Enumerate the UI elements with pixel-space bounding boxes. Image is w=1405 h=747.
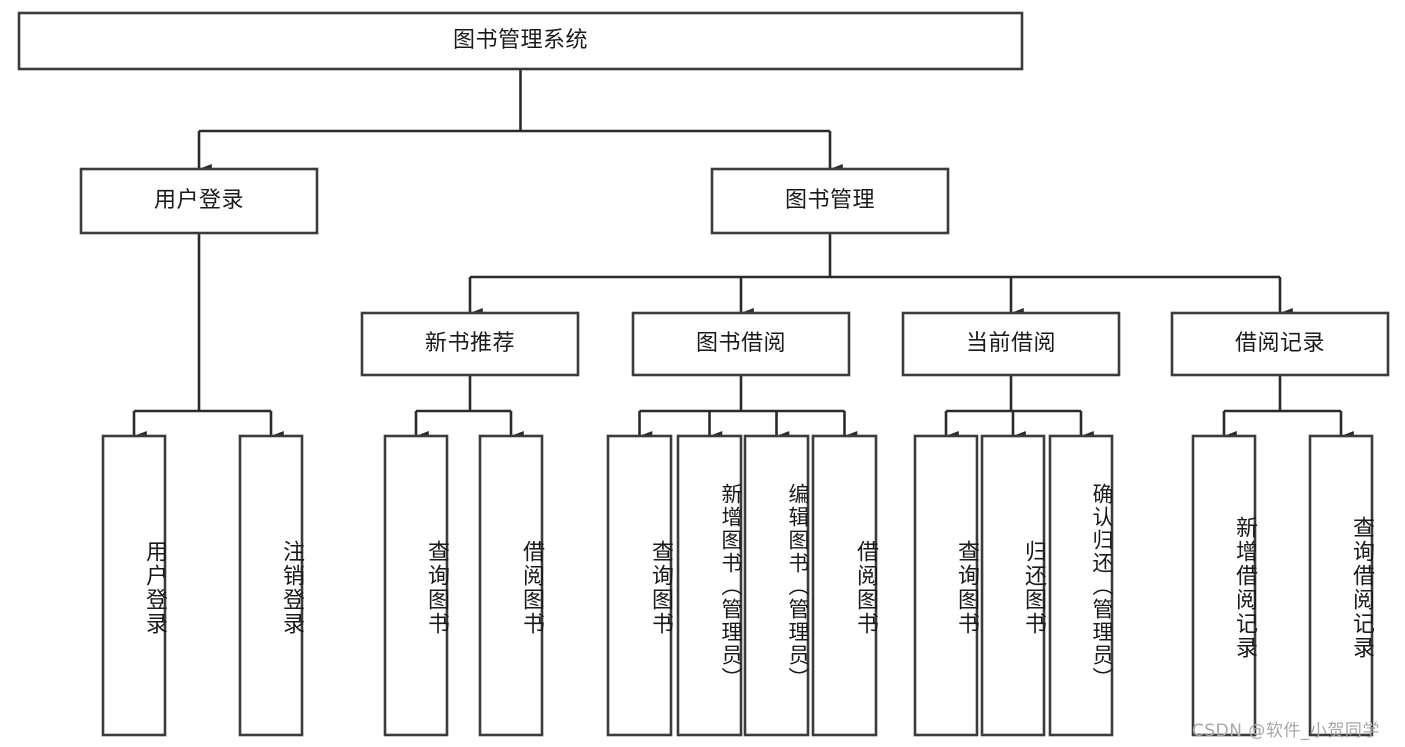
node-box-leaf-query-record [1308,434,1374,737]
node-box-leaf-query-book-rec [383,434,449,737]
node-box-book-borrow [631,311,851,377]
watermark: CSDN @软件_小贺同学 [1192,721,1380,741]
node-box-leaf-return-book [980,434,1046,737]
node-box-root [17,11,1024,71]
node-box-book-manage [710,167,950,235]
node-box-leaf-add-book [676,434,743,737]
node-box-leaf-query-book-borrow [606,434,673,737]
node-box-current-borrow [901,311,1121,377]
node-box-leaf-borrow-book [811,434,878,737]
node-box-leaf-logout [238,434,304,737]
node-box-new-book-rec [360,311,580,377]
connectors-layer [132,69,1354,441]
node-box-borrow-record [1170,311,1390,377]
node-box-leaf-add-record [1191,434,1257,737]
node-box-leaf-edit-book [743,434,810,737]
node-box-leaf-borrow-book-rec [478,434,544,737]
boxes-layer [17,11,1390,737]
node-box-leaf-confirm-return [1048,434,1114,737]
node-box-leaf-user-login [101,434,167,737]
node-box-user-login [79,167,319,235]
node-box-leaf-query-book-current [913,434,979,737]
